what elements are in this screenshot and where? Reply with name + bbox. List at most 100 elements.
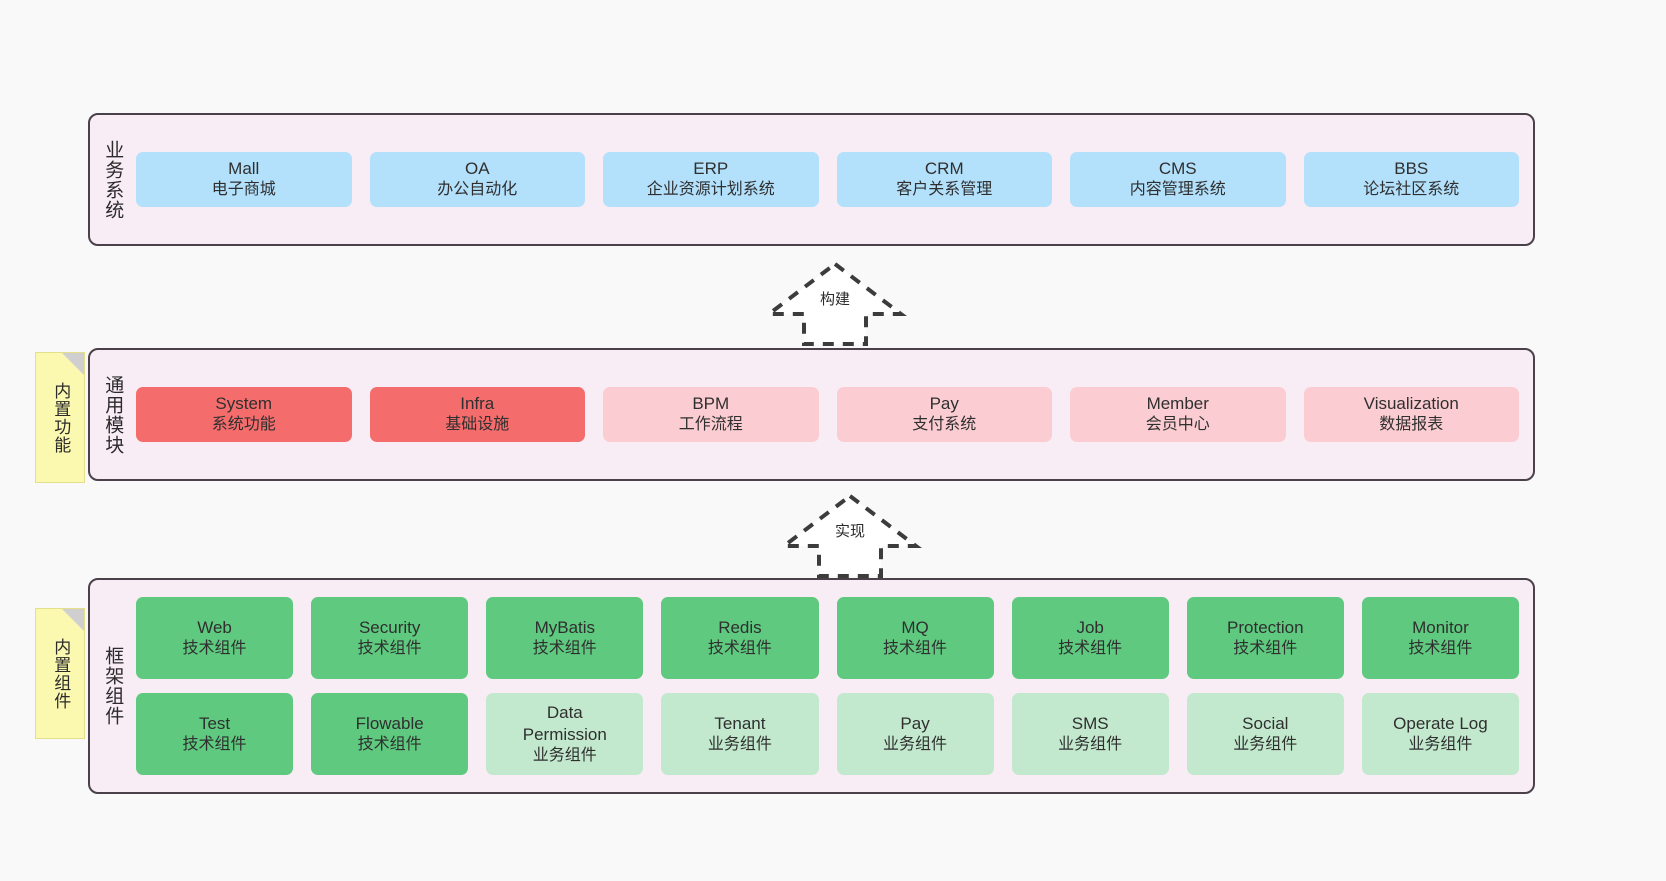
node-title: BBS — [1394, 159, 1429, 179]
node-mybatis[interactable]: MyBatis 技术组件 — [486, 597, 644, 679]
layer-title-common-modules: 通用模块 — [102, 374, 124, 455]
connector-implement: 实现 — [775, 490, 925, 580]
node-row: System 系统功能 Infra 基础设施 BPM 工作流程 Pay 支付系统… — [136, 387, 1519, 442]
node-title: System — [215, 394, 273, 414]
node-title: Security — [358, 617, 421, 637]
node-subtitle: 技术组件 — [182, 735, 247, 753]
layer-body-common-modules: System 系统功能 Infra 基础设施 BPM 工作流程 Pay 支付系统… — [134, 350, 1533, 479]
node-test[interactable]: Test 技术组件 — [136, 693, 294, 775]
node-subtitle: 数据报表 — [1379, 416, 1444, 434]
node-subtitle: 支付系统 — [912, 416, 977, 434]
node-tenant[interactable]: Tenant 业务组件 — [661, 693, 819, 775]
node-title: Operate Log — [1393, 713, 1488, 733]
node-subtitle: 技术组件 — [182, 639, 247, 657]
node-title: Visualization — [1363, 394, 1459, 414]
node-title: BPM — [692, 394, 730, 414]
node-pay-component[interactable]: Pay 业务组件 — [836, 693, 994, 775]
node-subtitle: 业务组件 — [707, 735, 772, 753]
node-protection[interactable]: Protection 技术组件 — [1186, 597, 1344, 679]
node-sms[interactable]: SMS 业务组件 — [1011, 693, 1169, 775]
node-subtitle: 技术组件 — [707, 639, 772, 657]
node-data-permission[interactable]: Data Permission 业务组件 — [486, 693, 644, 775]
node-title: Redis — [718, 617, 762, 637]
node-redis[interactable]: Redis 技术组件 — [661, 597, 819, 679]
node-title: Social — [1242, 713, 1289, 733]
node-subtitle: 业务组件 — [532, 746, 597, 764]
node-subtitle: 技术组件 — [1233, 639, 1298, 657]
node-title: Data Permission — [522, 703, 607, 744]
node-job[interactable]: Job 技术组件 — [1011, 597, 1169, 679]
node-subtitle: 技术组件 — [1058, 639, 1123, 657]
node-title: Test — [198, 713, 231, 733]
node-title: Tenant — [714, 713, 766, 733]
sticky-note-builtin-components: 内置组件 — [35, 608, 85, 739]
node-web[interactable]: Web 技术组件 — [136, 597, 294, 679]
node-title: MyBatis — [534, 617, 596, 637]
node-subtitle: 客户关系管理 — [896, 181, 993, 199]
node-infra[interactable]: Infra 基础设施 — [369, 387, 585, 442]
node-bbs[interactable]: BBS 论坛社区系统 — [1303, 152, 1519, 207]
node-mall[interactable]: Mall 电子商城 — [136, 152, 352, 207]
node-system[interactable]: System 系统功能 — [136, 387, 352, 442]
node-security[interactable]: Security 技术组件 — [311, 597, 469, 679]
node-subtitle: 论坛社区系统 — [1363, 181, 1460, 199]
node-erp[interactable]: ERP 企业资源计划系统 — [603, 152, 819, 207]
node-subtitle: 技术组件 — [357, 735, 422, 753]
node-subtitle: 办公自动化 — [437, 181, 518, 199]
node-member[interactable]: Member 会员中心 — [1070, 387, 1286, 442]
node-title: Infra — [460, 394, 495, 414]
connector-build: 构建 — [760, 258, 910, 348]
node-subtitle: 业务组件 — [1408, 735, 1473, 753]
sticky-note-builtin-features: 内置功能 — [35, 352, 85, 483]
node-title: MQ — [901, 617, 929, 637]
node-cms[interactable]: CMS 内容管理系统 — [1070, 152, 1286, 207]
node-subtitle: 工作流程 — [678, 416, 743, 434]
layer-business-systems: 业务系统 Mall 电子商城 OA 办公自动化 ERP 企业资源计划系统 CRM… — [88, 113, 1535, 246]
node-subtitle: 业务组件 — [883, 735, 948, 753]
node-title: Monitor — [1412, 617, 1469, 637]
sticky-note-text: 内置组件 — [51, 637, 71, 710]
node-title: Web — [197, 617, 232, 637]
node-subtitle: 企业资源计划系统 — [646, 181, 775, 199]
node-subtitle: 系统功能 — [211, 416, 276, 434]
node-title: Protection — [1227, 617, 1304, 637]
node-subtitle: 技术组件 — [532, 639, 597, 657]
node-row: Web 技术组件 Security 技术组件 MyBatis 技术组件 Redi… — [136, 597, 1519, 679]
node-social[interactable]: Social 业务组件 — [1186, 693, 1344, 775]
layer-framework-components: 框架组件 Web 技术组件 Security 技术组件 MyBatis 技术组件… — [88, 578, 1535, 794]
connector-label-build: 构建 — [819, 291, 851, 308]
node-visualization[interactable]: Visualization 数据报表 — [1303, 387, 1519, 442]
node-subtitle: 业务组件 — [1058, 735, 1123, 753]
node-pay-module[interactable]: Pay 支付系统 — [836, 387, 1052, 442]
layer-title-framework-components: 框架组件 — [102, 646, 124, 726]
note-fold-corner-icon — [62, 609, 84, 631]
node-oa[interactable]: OA 办公自动化 — [369, 152, 585, 207]
layer-title-business-systems: 业务系统 — [102, 139, 124, 220]
node-monitor[interactable]: Monitor 技术组件 — [1361, 597, 1519, 679]
node-title: CRM — [924, 159, 964, 179]
node-subtitle: 技术组件 — [1408, 639, 1473, 657]
node-flowable[interactable]: Flowable 技术组件 — [311, 693, 469, 775]
node-subtitle: 电子商城 — [211, 181, 276, 199]
node-title: Job — [1076, 617, 1104, 637]
node-title: Flowable — [355, 713, 424, 733]
node-title: Mall — [228, 159, 260, 179]
node-mq[interactable]: MQ 技术组件 — [836, 597, 994, 679]
layer-body-framework-components: Web 技术组件 Security 技术组件 MyBatis 技术组件 Redi… — [134, 580, 1533, 792]
node-crm[interactable]: CRM 客户关系管理 — [836, 152, 1052, 207]
node-operate-log[interactable]: Operate Log 业务组件 — [1361, 693, 1519, 775]
node-subtitle: 基础设施 — [445, 416, 510, 434]
node-row: Test 技术组件 Flowable 技术组件 Data Permission … — [136, 693, 1519, 775]
note-fold-corner-icon — [62, 353, 84, 375]
node-subtitle: 会员中心 — [1145, 416, 1210, 434]
generalization-arrow-icon — [763, 261, 907, 346]
layer-common-modules: 通用模块 System 系统功能 Infra 基础设施 BPM 工作流程 Pay… — [88, 348, 1535, 481]
node-row: Mall 电子商城 OA 办公自动化 ERP 企业资源计划系统 CRM 客户关系… — [136, 152, 1519, 207]
node-subtitle: 内容管理系统 — [1129, 181, 1226, 199]
connector-label-implement: 实现 — [834, 523, 866, 540]
sticky-note-text: 内置功能 — [51, 381, 71, 454]
node-title: Member — [1146, 394, 1209, 414]
node-subtitle: 技术组件 — [357, 639, 422, 657]
node-bpm[interactable]: BPM 工作流程 — [603, 387, 819, 442]
